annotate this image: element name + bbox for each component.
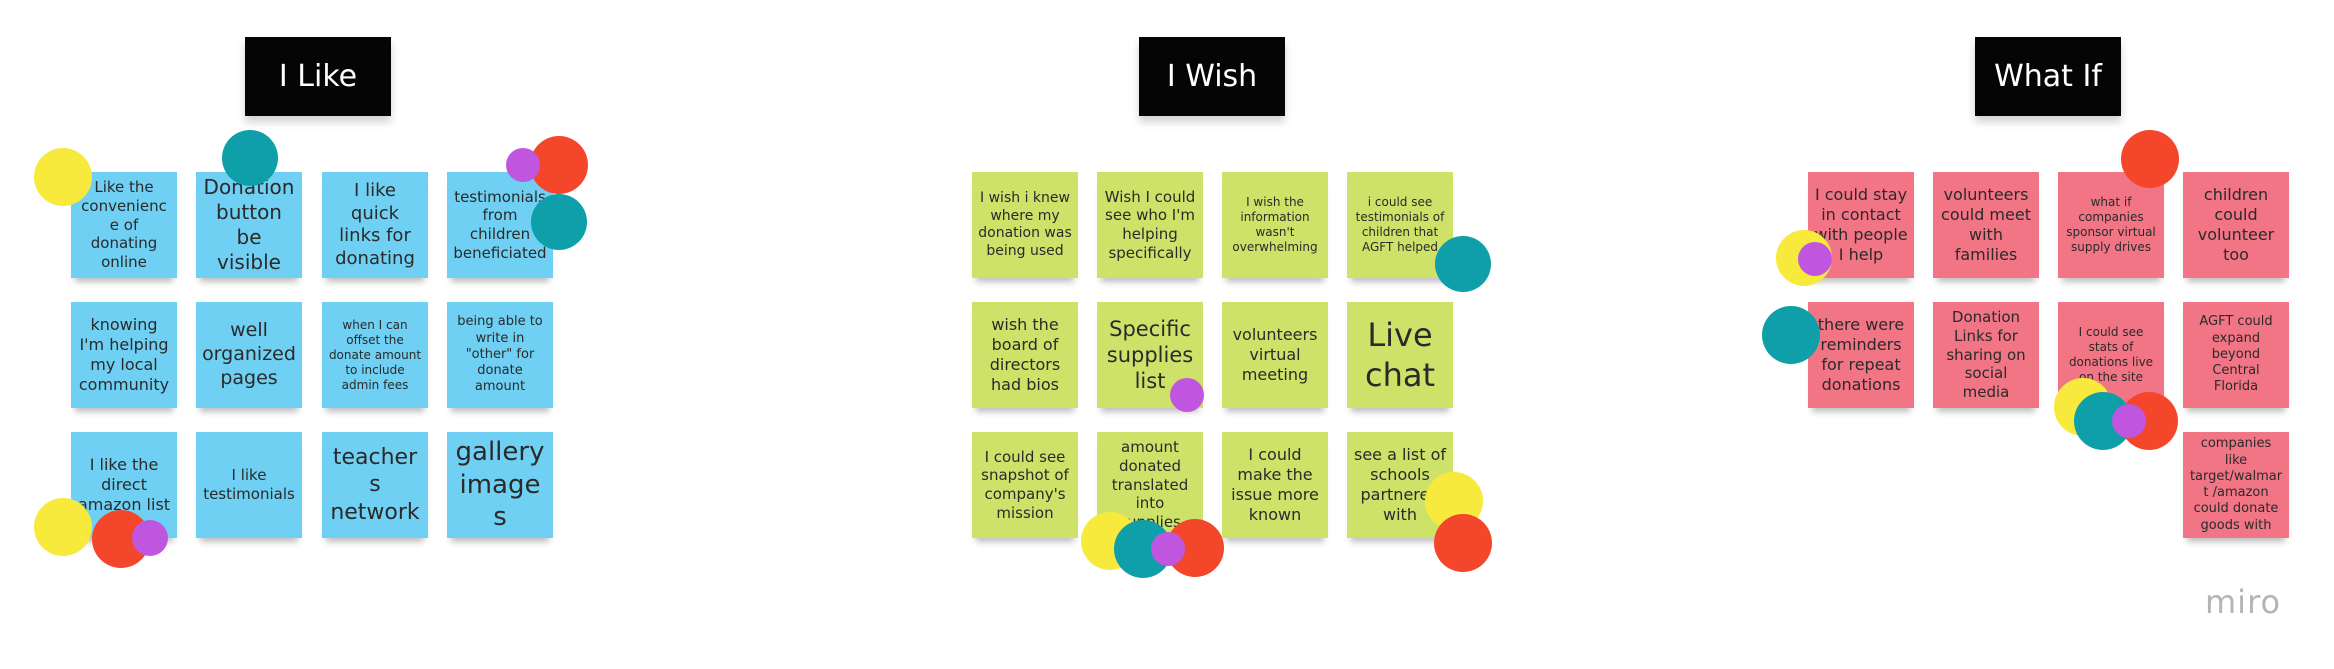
sticky-note[interactable]: gallery images bbox=[447, 432, 553, 538]
sticky-note[interactable]: I could see snapshot of company's missio… bbox=[972, 432, 1078, 538]
column-header-i-wish[interactable]: I Wish bbox=[1139, 37, 1285, 116]
column-header-i-like[interactable]: I Like bbox=[245, 37, 391, 116]
note-text: Donation button be visible bbox=[203, 175, 295, 274]
note-text: I could see snapshot of company's missio… bbox=[981, 447, 1069, 522]
sticky-note[interactable]: well organized pages bbox=[196, 302, 302, 408]
note-text: I like quick links for donating bbox=[335, 180, 415, 269]
sticky-note[interactable]: Specific supplies list bbox=[1097, 302, 1203, 408]
note-text: see a list of schools partnered with bbox=[1353, 445, 1446, 524]
note-text: testimonials from children beneficiated bbox=[453, 187, 547, 262]
sticky-note[interactable]: I like quick links for donating bbox=[322, 172, 428, 278]
miro-logo: miro bbox=[2205, 583, 2282, 621]
sticky-note[interactable]: knowing I'm helping my local community bbox=[71, 302, 177, 408]
note-text: when I can offset the donate amount to i… bbox=[328, 317, 422, 392]
note-text: well organized pages bbox=[202, 319, 296, 389]
note-text: I wish i knew where my donation was bein… bbox=[978, 190, 1072, 259]
sticky-note[interactable]: volunteers could meet with families bbox=[1933, 172, 2039, 278]
vote-dot-teal[interactable] bbox=[531, 194, 587, 250]
note-text: I like testimonials bbox=[203, 466, 295, 503]
vote-dot-teal[interactable] bbox=[1762, 306, 1820, 364]
note-text: companies like target/walmart /amazon co… bbox=[2189, 436, 2283, 533]
vote-dot-purple[interactable] bbox=[1170, 378, 1204, 412]
note-text: being able to write in "other" for donat… bbox=[457, 314, 543, 395]
vote-dot-yellow[interactable] bbox=[34, 498, 92, 556]
sticky-note[interactable]: I like testimonials bbox=[196, 432, 302, 538]
note-text: children could volunteer too bbox=[2197, 185, 2275, 264]
vote-dot-yellow[interactable] bbox=[34, 148, 92, 206]
note-text: Specific supplies list bbox=[1106, 316, 1194, 394]
sticky-note[interactable]: volunteers virtual meeting bbox=[1222, 302, 1328, 408]
note-text: Donation Links for sharing on social med… bbox=[1946, 308, 2026, 402]
vote-dot-purple[interactable] bbox=[132, 520, 168, 556]
vote-dot-purple[interactable] bbox=[506, 148, 540, 182]
sticky-note[interactable]: teachers network bbox=[322, 432, 428, 538]
sticky-note[interactable]: Live chat bbox=[1347, 302, 1453, 408]
note-text: I could stay in contact with people I he… bbox=[1814, 185, 1908, 264]
vote-dot-orange[interactable] bbox=[2121, 130, 2179, 188]
sticky-note[interactable]: Wish I could see who I'm helping specifi… bbox=[1097, 172, 1203, 278]
sticky-note[interactable]: what if companies sponsor virtual supply… bbox=[2058, 172, 2164, 278]
note-text: I like the direct amazon list bbox=[77, 455, 171, 514]
sticky-note[interactable]: Donation button be visible bbox=[196, 172, 302, 278]
note-text: i could see testimonials of children tha… bbox=[1355, 195, 1445, 254]
note-text: I could make the issue more known bbox=[1231, 445, 1319, 524]
sticky-note[interactable]: I wish i knew where my donation was bein… bbox=[972, 172, 1078, 278]
vote-dot-teal[interactable] bbox=[1435, 236, 1491, 292]
vote-dot-teal[interactable] bbox=[222, 130, 278, 186]
sticky-note[interactable]: I wish the information wasn't overwhelmi… bbox=[1222, 172, 1328, 278]
note-text: volunteers could meet with families bbox=[1941, 185, 2031, 264]
sticky-note[interactable]: when I can offset the donate amount to i… bbox=[322, 302, 428, 408]
column-header-what-if[interactable]: What If bbox=[1975, 37, 2121, 116]
sticky-note[interactable]: being able to write in "other" for donat… bbox=[447, 302, 553, 408]
vote-dot-orange[interactable] bbox=[1434, 514, 1492, 572]
note-text: Wish I could see who I'm helping specifi… bbox=[1104, 187, 1196, 262]
note-text: AGFT could expand beyond Central Florida bbox=[2199, 314, 2273, 395]
sticky-note[interactable]: children could volunteer too bbox=[2183, 172, 2289, 278]
sticky-note[interactable]: AGFT could expand beyond Central Florida bbox=[2183, 302, 2289, 408]
sticky-note[interactable]: Donation Links for sharing on social med… bbox=[1933, 302, 2039, 408]
note-text: volunteers virtual meeting bbox=[1232, 325, 1318, 384]
note-text: Like the convenience of donating online bbox=[81, 178, 167, 272]
note-text: I wish the information wasn't overwhelmi… bbox=[1232, 195, 1318, 254]
vote-dot-purple[interactable] bbox=[1151, 532, 1185, 566]
note-text: I could see stats of donations live on t… bbox=[2068, 325, 2154, 384]
note-text: wish the board of directors had bios bbox=[989, 315, 1061, 394]
note-text: gallery images bbox=[455, 437, 545, 533]
note-text: there were reminders for repeat donation… bbox=[1817, 315, 1905, 394]
sticky-note[interactable]: there were reminders for repeat donation… bbox=[1808, 302, 1914, 408]
note-text: what if companies sponsor virtual supply… bbox=[2066, 195, 2156, 254]
note-text: teachers network bbox=[330, 444, 420, 525]
sticky-note[interactable]: I could make the issue more known bbox=[1222, 432, 1328, 538]
note-text: knowing I'm helping my local community bbox=[78, 315, 170, 394]
sticky-note[interactable]: i could see testimonials of children tha… bbox=[1347, 172, 1453, 278]
sticky-note[interactable]: wish the board of directors had bios bbox=[972, 302, 1078, 408]
sticky-note[interactable]: Like the convenience of donating online bbox=[71, 172, 177, 278]
vote-dot-purple[interactable] bbox=[1798, 242, 1832, 276]
sticky-note[interactable]: companies like target/walmart /amazon co… bbox=[2183, 432, 2289, 538]
vote-dot-purple[interactable] bbox=[2112, 404, 2146, 438]
note-text: Live chat bbox=[1364, 316, 1436, 394]
